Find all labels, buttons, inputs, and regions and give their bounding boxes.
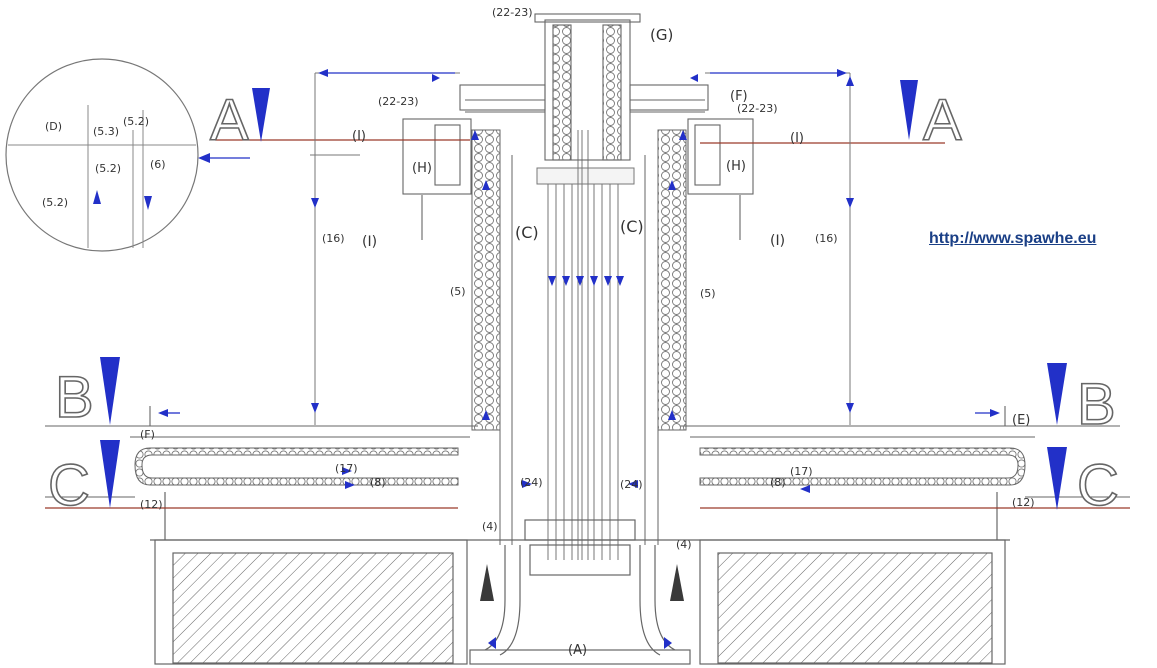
top-header-G [459,13,709,161]
vertical-coil-columns [471,129,687,545]
label-24-right: (24) [620,478,643,491]
label-8-left: (8) [370,476,386,489]
arrow-right-column-up-icon [668,180,676,420]
label-I-right: (I) [790,131,804,146]
detail-label-5-2-a: (5.2) [123,115,149,128]
label-I-inlet-left: (I) [362,234,377,250]
section-lines-A [215,139,945,144]
triangle-A-left-icon [252,88,270,142]
arrow-left-column-up-icon [482,180,490,420]
arrow-dim-right-top-icon [846,76,854,86]
section-letters: A A B B C C [47,87,1119,519]
triangle-A-right-icon [900,80,918,140]
detail-label-6: (6) [150,158,166,171]
label-16-right: (16) [815,232,838,245]
arrow-lower-left-in-icon [522,480,532,488]
flow-arrows [158,69,1000,649]
triangle-dark-right-icon [670,564,684,601]
label-5-left: (5) [450,285,466,298]
section-letter-A-left: A [210,88,249,153]
arrow-header-up-left-icon [432,74,440,82]
detail-arrow-down-icon [144,196,152,210]
section-letter-C-right: C [1077,453,1119,518]
label-I-left: (I) [352,129,366,144]
section-triangles [100,80,1067,601]
arrow-bottom-leg-right-icon [664,637,672,649]
dimension-lines [310,72,851,425]
arrow-up-left-header-icon [471,130,479,140]
label-12-right: (12) [1012,496,1035,509]
label-4-right: (4) [676,538,692,551]
label-I-inlet-right: (I) [770,233,785,249]
label-H-left: (H) [412,161,432,176]
label-C-left: (C) [515,223,539,242]
label-4-left: (4) [482,520,498,533]
section-letter-A-right: A [923,88,962,153]
label-16-left: (16) [322,232,345,245]
arrow-coil-right-left-icon [800,485,810,493]
foundation [150,492,1010,665]
label-22-23-left: (22-23) [378,95,419,108]
triangle-B-left-icon [100,357,120,425]
detail-label-5-2-c: (5.2) [42,196,68,209]
plates [45,406,1120,438]
label-5-right: (5) [700,287,716,300]
label-17-right: (17) [790,465,813,478]
arrow-down-right-column-icon [846,198,854,413]
arrow-coil-left-right-icon [342,467,355,489]
left-horizontal-coils [45,447,459,509]
label-24-left: (24) [520,476,543,489]
detail-label-D: (D) [45,120,62,133]
right-horizontal-coils [699,447,1130,509]
arrow-right-plate-right-icon [975,409,1000,417]
label-22-23-right: (22-23) [737,102,778,115]
label-F-right: (F) [730,89,748,104]
arrow-lower-right-in-icon [628,480,638,488]
label-C-right: (C) [620,217,644,236]
detail-label-5-2-b: (5.2) [95,162,121,175]
arrow-up-right-header-icon [679,130,687,140]
detail-circle: (D) (5.2) (5.3) (5.2) (5.2) (6) [5,58,199,252]
section-letter-B-left: B [55,365,94,430]
arrow-bottom-leg-left-icon [488,637,496,649]
annotation-labels: (G) (22-23) (22-23) (22-23) (F) (F) (E) … [140,6,1035,658]
arrow-left-plate-left-icon [158,409,180,417]
central-tube-bundle [536,130,635,560]
label-F-left: (F) [140,428,155,441]
arrow-header-up-right-icon [690,74,698,82]
triangle-C-right-icon [1047,447,1067,510]
label-22-23-top: (22-23) [492,6,533,19]
detail-label-5-3: (5.3) [93,125,119,138]
section-letter-B-right: B [1077,372,1116,437]
triangle-B-right-icon [1047,363,1067,425]
label-G: (G) [650,26,673,44]
section-letter-C-left: C [48,453,90,518]
triangle-dark-left-icon [480,564,494,601]
arrow-tubes-down-icon [548,276,624,286]
label-E: (E) [1012,413,1030,428]
side-headers [402,118,754,240]
label-12-left: (12) [140,498,163,511]
label-17-left: (17) [335,462,358,475]
arrow-dim-top-right-icon [710,69,847,77]
triangle-C-left-icon [100,440,120,508]
label-A: (A) [568,643,587,658]
label-H-right: (H) [726,159,746,174]
arrow-dim-top-left-icon [318,69,455,77]
detail-arrow-up-icon [93,190,101,204]
label-8-right: (8) [770,476,786,489]
arrow-detail-left-icon [198,153,250,163]
inlet-legs [469,519,691,665]
spawhe-url-link[interactable]: http://www.spawhe.eu [929,230,1097,247]
arrow-down-left-column-icon [311,198,319,413]
